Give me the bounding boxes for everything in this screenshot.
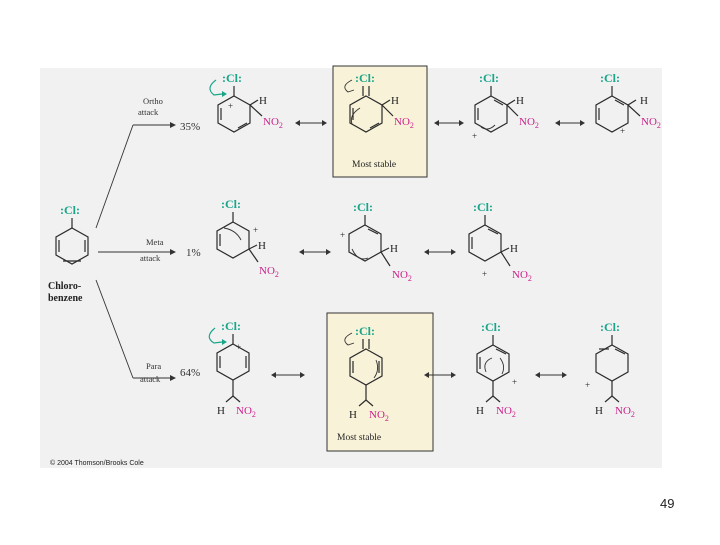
svg-text:H: H bbox=[640, 95, 648, 107]
copyright-text: © 2004 Thomson/Brooks Cole bbox=[50, 460, 144, 467]
svg-text::Cl:: :Cl: bbox=[355, 324, 375, 338]
para-label: Para bbox=[146, 361, 161, 371]
svg-text:H: H bbox=[258, 240, 266, 252]
resonance-arrow bbox=[555, 120, 585, 126]
svg-text:H: H bbox=[516, 95, 524, 107]
svg-text::Cl:: :Cl: bbox=[481, 320, 501, 334]
ortho-structure-1: :Cl: + H NO2 bbox=[209, 71, 283, 133]
svg-text:+: + bbox=[620, 126, 625, 136]
meta-percent: 1% bbox=[186, 247, 201, 259]
resonance-arrow bbox=[535, 372, 567, 378]
most-stable-box-ortho bbox=[332, 65, 428, 178]
ortho-structure-4: :Cl: + H NO2 bbox=[595, 71, 661, 136]
svg-text:NO2: NO2 bbox=[259, 265, 279, 279]
most-stable-label-para: Most stable bbox=[337, 433, 381, 443]
svg-text:H: H bbox=[510, 243, 518, 255]
svg-text:+: + bbox=[482, 269, 487, 279]
svg-text:NO2: NO2 bbox=[512, 269, 532, 283]
resonance-arrow bbox=[424, 249, 456, 255]
svg-text:NO2: NO2 bbox=[641, 116, 661, 130]
para-attack-label: attack bbox=[140, 374, 161, 384]
svg-text:+: + bbox=[585, 380, 590, 390]
svg-text:NO2: NO2 bbox=[496, 405, 516, 419]
meta-structure-2: :Cl: + H NO2 bbox=[340, 200, 412, 283]
svg-text::Cl:: :Cl: bbox=[222, 71, 242, 85]
para-structure-2: :Cl: H NO2 Most stable bbox=[337, 324, 389, 443]
svg-text:H: H bbox=[217, 405, 225, 417]
ortho-label: Ortho bbox=[143, 96, 163, 106]
para-structure-3: :Cl: + H NO2 bbox=[476, 320, 517, 419]
meta-attack-label: attack bbox=[140, 253, 161, 263]
svg-text:H: H bbox=[476, 405, 484, 417]
svg-text:H: H bbox=[349, 409, 357, 421]
most-stable-box-para bbox=[326, 312, 434, 452]
chlorobenzene-structure: :Cl: Chloro- benzene bbox=[48, 203, 89, 304]
meta-structure-1: :Cl: + H NO2 bbox=[216, 197, 279, 279]
svg-text::Cl:: :Cl: bbox=[221, 319, 241, 333]
svg-text::Cl:: :Cl: bbox=[600, 320, 620, 334]
resonance-arrow bbox=[299, 249, 331, 255]
svg-text:+: + bbox=[340, 230, 345, 240]
resonance-arrow bbox=[434, 120, 464, 126]
chlorobenzene-label-1: Chloro- bbox=[48, 281, 81, 292]
svg-text:NO2: NO2 bbox=[236, 405, 256, 419]
svg-text::Cl:: :Cl: bbox=[479, 71, 499, 85]
svg-text::Cl:: :Cl: bbox=[473, 200, 493, 214]
svg-text:NO2: NO2 bbox=[263, 116, 283, 130]
svg-text:+: + bbox=[472, 131, 477, 141]
svg-text:NO2: NO2 bbox=[394, 116, 414, 130]
svg-text:H: H bbox=[391, 95, 399, 107]
ortho-attack-label: attack bbox=[138, 107, 159, 117]
svg-text:+: + bbox=[228, 101, 233, 111]
ortho-structure-3: :Cl: + H NO2 bbox=[472, 71, 539, 141]
para-percent: 64% bbox=[180, 367, 200, 379]
ortho-structure-2: :Cl: H NO2 Most stable bbox=[344, 71, 414, 170]
svg-text:H: H bbox=[595, 405, 603, 417]
svg-text:H: H bbox=[390, 243, 398, 255]
branch-arrows bbox=[95, 122, 176, 381]
most-stable-label-ortho: Most stable bbox=[352, 160, 396, 170]
resonance-arrow bbox=[424, 372, 456, 378]
para-structure-4: :Cl: + H NO2 bbox=[585, 320, 635, 419]
svg-text:NO2: NO2 bbox=[369, 409, 389, 423]
meta-structure-3: :Cl: + H NO2 bbox=[468, 200, 532, 283]
svg-text::Cl:: :Cl: bbox=[600, 71, 620, 85]
ortho-percent: 35% bbox=[180, 121, 200, 133]
para-structure-1: :Cl: + H NO2 bbox=[208, 319, 256, 419]
resonance-arrow bbox=[295, 120, 327, 126]
svg-text:NO2: NO2 bbox=[615, 405, 635, 419]
svg-text::Cl:: :Cl: bbox=[221, 197, 241, 211]
svg-text:+: + bbox=[253, 225, 258, 235]
cl-label: :Cl: bbox=[60, 203, 80, 217]
page-number: 49 bbox=[660, 496, 675, 511]
meta-label: Meta bbox=[146, 237, 164, 247]
chlorobenzene-label-2: benzene bbox=[48, 293, 83, 304]
svg-text:+: + bbox=[236, 342, 241, 352]
svg-text::Cl:: :Cl: bbox=[355, 71, 375, 85]
svg-text:NO2: NO2 bbox=[519, 116, 539, 130]
svg-text:H: H bbox=[259, 95, 267, 107]
svg-text:NO2: NO2 bbox=[392, 269, 412, 283]
resonance-arrow bbox=[271, 372, 305, 378]
svg-text:+: + bbox=[512, 377, 517, 387]
svg-text::Cl:: :Cl: bbox=[353, 200, 373, 214]
